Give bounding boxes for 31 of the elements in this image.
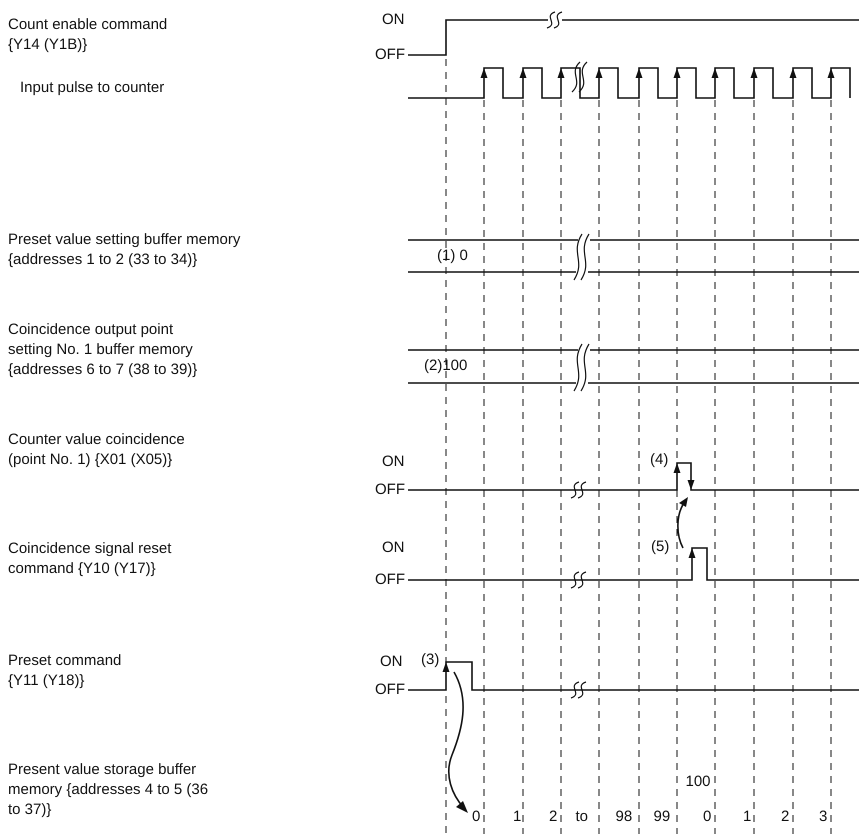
callout-number: (4) — [650, 450, 668, 470]
state-label: OFF — [375, 570, 405, 590]
signal-name: Counter value coincidence (point No. 1) {X01 (X05)} — [8, 430, 186, 470]
value-label: 0 — [703, 807, 712, 827]
value-label: 2 — [549, 807, 558, 827]
state-label: OFF — [375, 45, 405, 65]
value-label: 99 — [654, 807, 670, 827]
signal-name: Input pulse to counter — [20, 78, 164, 98]
signal-name: Present value storage buffer memory {addresses 4 to 5 (36 to 37)} — [8, 760, 210, 820]
value-label: 1 — [743, 807, 752, 827]
value-label: 2 — [781, 807, 790, 827]
value-label: 100 — [686, 772, 711, 792]
value-label: to — [576, 807, 588, 827]
state-label: OFF — [375, 680, 405, 700]
state-label: ON — [382, 10, 404, 30]
signal-name: Coincidence output point setting No. 1 buffer memory {addresses 6 to 7 (38 to 39)} — [8, 320, 198, 380]
signal-name: Count enable command {Y14 (Y1B)} — [8, 15, 168, 55]
value-label: 98 — [616, 807, 632, 827]
state-label: ON — [380, 652, 402, 672]
state-label: OFF — [375, 480, 405, 500]
value-label: 0 — [472, 807, 480, 827]
state-label: ON — [382, 538, 404, 558]
signal-name: Preset value setting buffer memory {addresses 1 to 2 (33 to 34)} — [8, 230, 242, 270]
value-label: (2)100 — [424, 356, 468, 376]
value-label: 1 — [513, 807, 522, 827]
value-label: 3 — [819, 807, 828, 827]
callout-number: (3) — [421, 650, 440, 670]
signal-name: Preset command {Y11 (Y18)} — [8, 651, 122, 691]
state-label: ON — [382, 452, 404, 472]
signal-name: Coincidence signal reset command {Y10 (Y17)} — [8, 539, 172, 579]
callout-number: (5) — [651, 537, 670, 557]
